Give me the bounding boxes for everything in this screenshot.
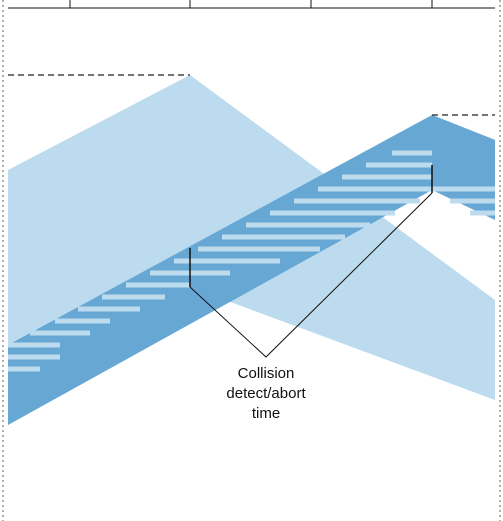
- collision-stripes: [8, 150, 495, 372]
- dark-signal-band-upper: [8, 115, 495, 425]
- callout-line-1: Collision: [237, 365, 295, 382]
- callout-leader-lines: [189, 192, 433, 358]
- callout-line-2: detect/abort: [226, 385, 306, 402]
- callout-line-3: time: [251, 405, 281, 422]
- collision-callout-label: Collision detect/abort time: [196, 364, 336, 424]
